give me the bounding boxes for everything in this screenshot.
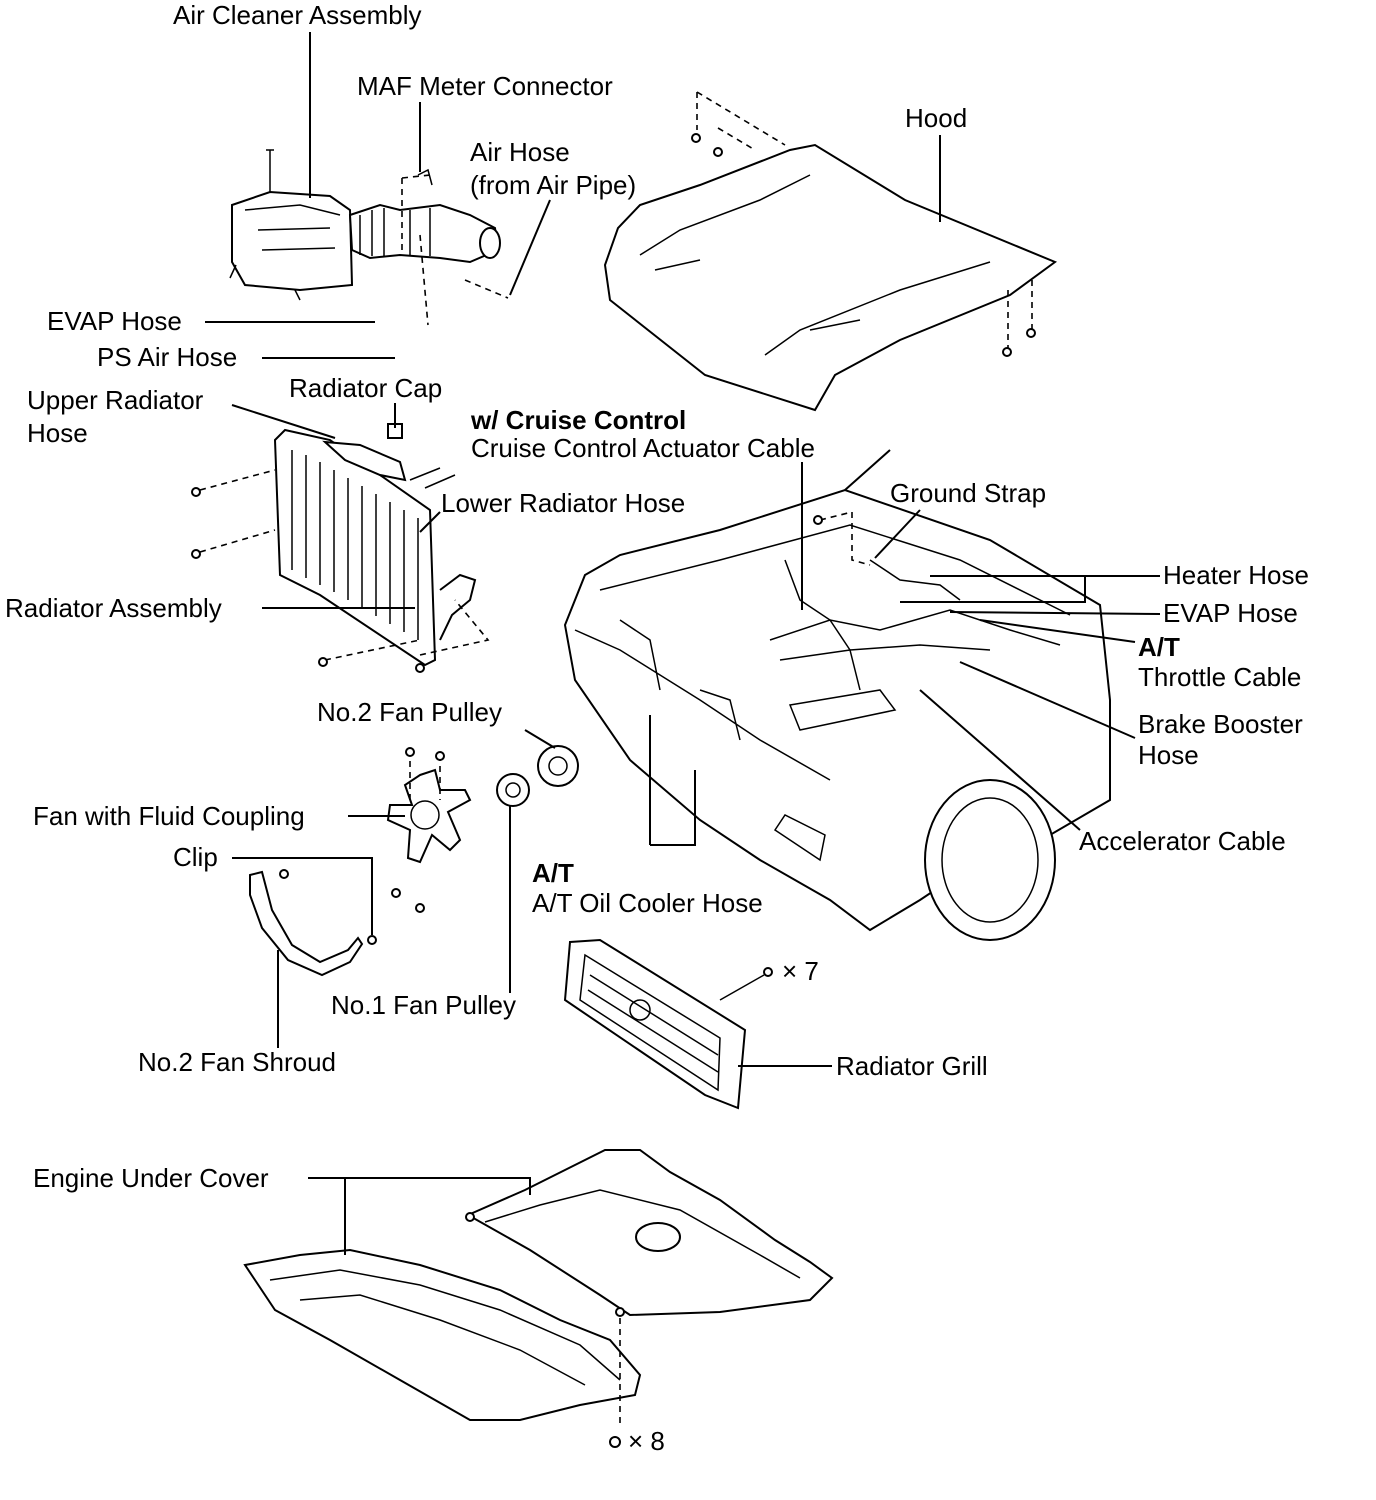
label-air-hose: Air Hose <box>470 137 570 167</box>
label-x8: × 8 <box>628 1426 665 1456</box>
label-air-hose-source: (from Air Pipe) <box>470 170 636 200</box>
label-ps-air-hose: PS Air Hose <box>97 342 237 372</box>
label-brake-booster-hose-line2: Hose <box>1138 740 1199 770</box>
label-at-oil-prefix: A/T <box>532 858 574 888</box>
label-evap-hose-left: EVAP Hose <box>47 306 182 336</box>
label-no1-fan-pulley: No.1 Fan Pulley <box>331 990 516 1020</box>
label-lower-radiator-hose: Lower Radiator Hose <box>441 488 685 518</box>
label-clip: Clip <box>173 842 218 872</box>
vehicle-front-drawing <box>563 488 1111 941</box>
label-ground-strap: Ground Strap <box>890 478 1046 508</box>
label-air-cleaner-assembly: Air Cleaner Assembly <box>173 0 422 30</box>
hood-drawing <box>603 143 1058 412</box>
label-accelerator-cable: Accelerator Cable <box>1079 826 1286 856</box>
label-at-oil-cooler-hose: A/T Oil Cooler Hose <box>532 888 763 918</box>
leader-lines <box>205 32 1161 1255</box>
label-throttle-cable: Throttle Cable <box>1138 662 1301 692</box>
label-upper-radiator-hose-line1: Upper Radiator <box>27 385 204 415</box>
label-with-cruise-control: w/ Cruise Control <box>470 405 686 435</box>
radiator-assembly-drawing <box>273 423 477 667</box>
label-cruise-control-actuator-cable: Cruise Control Actuator Cable <box>471 433 815 463</box>
label-heater-hose: Heater Hose <box>1163 560 1309 590</box>
label-radiator-grill: Radiator Grill <box>836 1051 988 1081</box>
label-brake-booster-hose-line1: Brake Booster <box>1138 709 1303 739</box>
label-x7: × 7 <box>782 956 819 986</box>
label-no2-fan-pulley: No.2 Fan Pulley <box>317 697 502 727</box>
label-radiator-assembly: Radiator Assembly <box>5 593 222 623</box>
radiator-grill-drawing <box>563 938 747 1110</box>
label-radiator-cap: Radiator Cap <box>289 373 442 403</box>
label-fan-with-fluid-coupling: Fan with Fluid Coupling <box>33 801 305 831</box>
engine-under-cover-drawing <box>243 1149 834 1421</box>
label-hood: Hood <box>905 103 967 133</box>
labels: Air Cleaner Assembly MAF Meter Connector… <box>5 0 1309 1456</box>
fan-pulleys-drawing <box>386 745 579 864</box>
label-at-throttle-prefix: A/T <box>1138 632 1180 662</box>
label-maf-meter-connector: MAF Meter Connector <box>357 71 613 101</box>
label-evap-hose-right: EVAP Hose <box>1163 598 1298 628</box>
label-upper-radiator-hose-line2: Hose <box>27 418 88 448</box>
label-engine-under-cover: Engine Under Cover <box>33 1163 269 1193</box>
label-no2-fan-shroud: No.2 Fan Shroud <box>138 1047 336 1077</box>
air-cleaner-assembly-drawing <box>229 149 501 301</box>
